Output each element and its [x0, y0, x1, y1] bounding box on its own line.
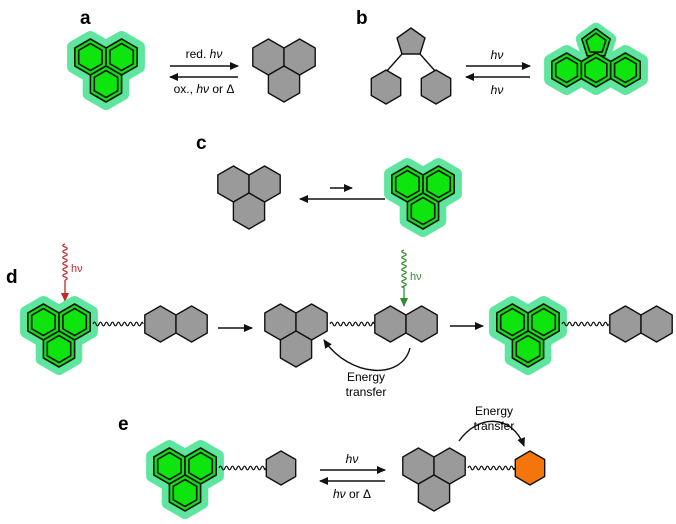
- hexagon-ring-icon: [374, 305, 407, 343]
- panel-letter-e: e: [118, 414, 129, 435]
- gray-trimer-icon: [252, 38, 316, 103]
- orange-hexagon-icon: [514, 450, 546, 486]
- glowing-dyad-icon: [489, 296, 673, 375]
- glowing-trimer-icon: [384, 158, 462, 237]
- closed-tetracycle-icon: [544, 22, 648, 95]
- energy-transfer-arrow: [323, 339, 411, 371]
- energy-transfer-label-line2: transfer: [346, 385, 387, 399]
- panel-c: c: [196, 133, 462, 237]
- reverse-condition-label: ox., hν or Δ: [174, 82, 235, 96]
- energy-transfer-arrow: [458, 420, 525, 447]
- green-light-icon: [400, 249, 408, 307]
- equilibrium-arrows: [169, 62, 239, 81]
- energy-transfer-label-line1: Energy: [475, 404, 513, 418]
- hexagon-ring-icon: [417, 474, 451, 512]
- hexagon-ring-icon: [144, 305, 177, 343]
- reverse-condition-label: hν or Δ: [333, 487, 371, 501]
- left-hexagon-icon: [370, 69, 402, 105]
- hexagon-ring-icon: [279, 330, 313, 368]
- forward-condition-label: red. hν: [186, 47, 223, 61]
- hexagon-ring-icon: [175, 305, 208, 343]
- glowing-trimer-icon: [67, 31, 145, 110]
- hexagon-ring-icon: [640, 305, 673, 343]
- glowing-dyad-icon: [146, 440, 297, 519]
- hexagon-ring-icon: [370, 69, 402, 105]
- dark-dyad-icon: [264, 303, 438, 368]
- panel-a: a red. hν ox., hν or Δ: [67, 8, 316, 110]
- forward-hv-label: hν: [491, 48, 504, 62]
- red-light-icon: [61, 243, 69, 302]
- panel-letter-a: a: [80, 8, 91, 29]
- panel-d: d hν hν Energy transfer: [6, 243, 673, 399]
- hexagon-ring-icon: [405, 305, 438, 343]
- dark-dyad-with-acceptor-icon: [402, 447, 546, 512]
- gray-trimer-icon: [217, 165, 281, 230]
- reverse-hv-label: hν: [491, 83, 504, 97]
- equilibrium-arrows: [465, 62, 531, 81]
- panel-letter-b: b: [356, 8, 368, 29]
- panel-b: b hν hν: [356, 8, 648, 105]
- hexagon-ring-icon: [232, 192, 266, 230]
- biased-equilibrium-arrows: [299, 184, 385, 203]
- hexagon-ring-icon: [420, 69, 452, 105]
- energy-transfer-label-line1: Energy: [347, 370, 385, 384]
- panel-letter-c: c: [196, 133, 207, 154]
- green-hv-label: hν: [410, 271, 422, 283]
- panel-letter-d: d: [6, 267, 18, 288]
- hexagon-ring-icon: [265, 450, 297, 486]
- open-diarylethene-icon: [370, 27, 452, 105]
- right-hexagon-icon: [420, 69, 452, 105]
- hexagon-ring-icon: [267, 65, 301, 103]
- energy-transfer-label-line2: transfer: [474, 419, 515, 433]
- panel-e: e hν hν or Δ Energy transfer: [118, 404, 546, 519]
- forward-hv-label: hν: [346, 452, 359, 466]
- red-hv-label: hν: [71, 263, 83, 275]
- hexagon-ring-icon: [514, 450, 546, 486]
- hexagon-ring-icon: [609, 305, 642, 343]
- glowing-dyad-icon: [20, 296, 208, 375]
- pentagon-ring-icon: [396, 27, 426, 55]
- equilibrium-arrows: [319, 466, 386, 485]
